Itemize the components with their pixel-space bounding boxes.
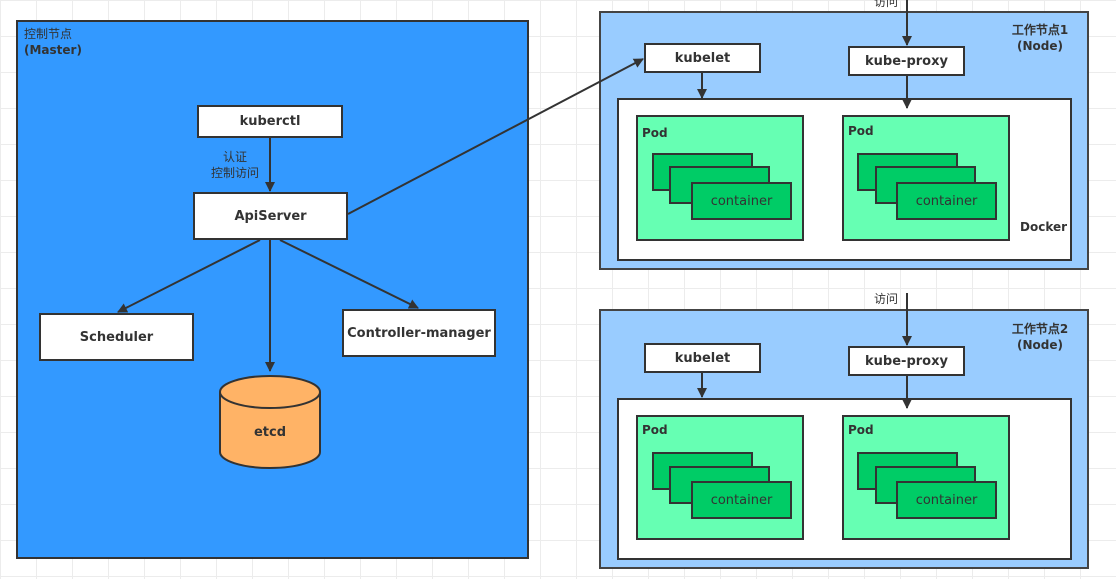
pod-label: Pod bbox=[848, 124, 874, 138]
pod-label: Pod bbox=[642, 126, 668, 140]
etcd-label: etcd bbox=[253, 425, 287, 440]
container-front[interactable]: container bbox=[896, 481, 997, 519]
node2-kube-proxy-box[interactable]: kube-proxy bbox=[848, 346, 965, 376]
node1-kubelet-box[interactable]: kubelet bbox=[644, 43, 761, 73]
master-title: 控制节点 (Master) bbox=[24, 27, 82, 57]
pod-label: Pod bbox=[848, 423, 874, 437]
kubectl-box[interactable]: kuberctl bbox=[197, 105, 343, 138]
apiserver-to-scheduler-arrow bbox=[117, 239, 261, 313]
node2-kubelet-box[interactable]: kubelet bbox=[644, 343, 761, 373]
etcd-cylinder bbox=[219, 375, 321, 469]
container-front[interactable]: container bbox=[691, 182, 792, 220]
container-front[interactable]: container bbox=[896, 182, 997, 220]
worker-node-1-title: 工作节点1 (Node) bbox=[1011, 23, 1069, 53]
etcd-top bbox=[219, 375, 321, 409]
pod-label: Pod bbox=[642, 423, 668, 437]
apiserver-to-kubelet-arrow bbox=[347, 58, 644, 215]
node1-access-label: 访问 bbox=[873, 0, 898, 9]
auth-edge-label: 认证 控制访问 bbox=[210, 150, 259, 180]
scheduler-box[interactable]: Scheduler bbox=[39, 313, 194, 361]
container-front[interactable]: container bbox=[691, 481, 792, 519]
node1-kube-proxy-box[interactable]: kube-proxy bbox=[848, 46, 965, 76]
etcd-body bbox=[219, 392, 321, 469]
controller-manager-box[interactable]: Controller-manager bbox=[342, 309, 496, 357]
apiserver-to-controller-arrow bbox=[279, 239, 419, 309]
node2-access-label: 访问 bbox=[873, 292, 898, 306]
worker-node-2-title: 工作节点2 (Node) bbox=[1011, 322, 1069, 352]
node1-docker-label: Docker bbox=[1020, 220, 1068, 234]
apiserver-box[interactable]: ApiServer bbox=[193, 192, 348, 240]
